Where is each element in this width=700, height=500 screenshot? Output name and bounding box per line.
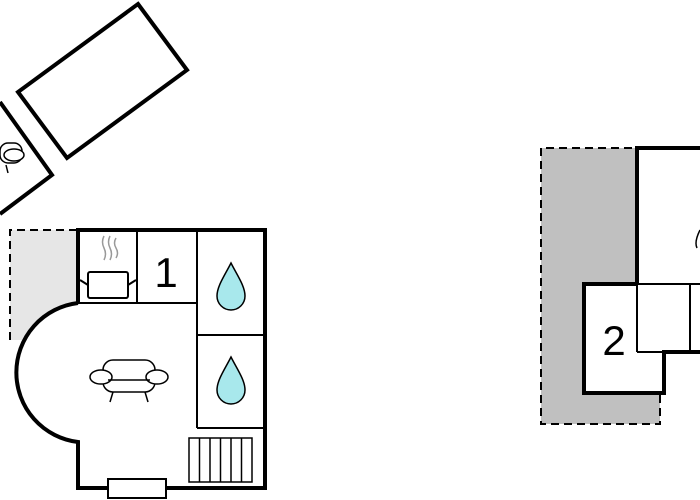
armchair-icon <box>0 142 25 174</box>
right-house-outline <box>635 146 700 284</box>
cooking-pot-icon <box>79 235 137 299</box>
room-2-walls <box>582 282 700 395</box>
armchair-icon <box>89 359 169 403</box>
water-drop-icon <box>216 261 246 311</box>
rotated-partial-room <box>0 100 55 216</box>
water-drop-icon <box>216 355 246 405</box>
main-house-outline <box>14 228 267 490</box>
room-1-label: 1 <box>154 249 177 296</box>
window-icon <box>107 478 167 499</box>
radiator-icon <box>188 437 253 483</box>
terrace-boundary <box>9 229 78 340</box>
room-2-label: 2 <box>602 317 625 364</box>
terrace-boundary-right <box>540 147 661 425</box>
water-drop-icon <box>695 229 700 249</box>
rotated-annex-room <box>15 1 190 161</box>
